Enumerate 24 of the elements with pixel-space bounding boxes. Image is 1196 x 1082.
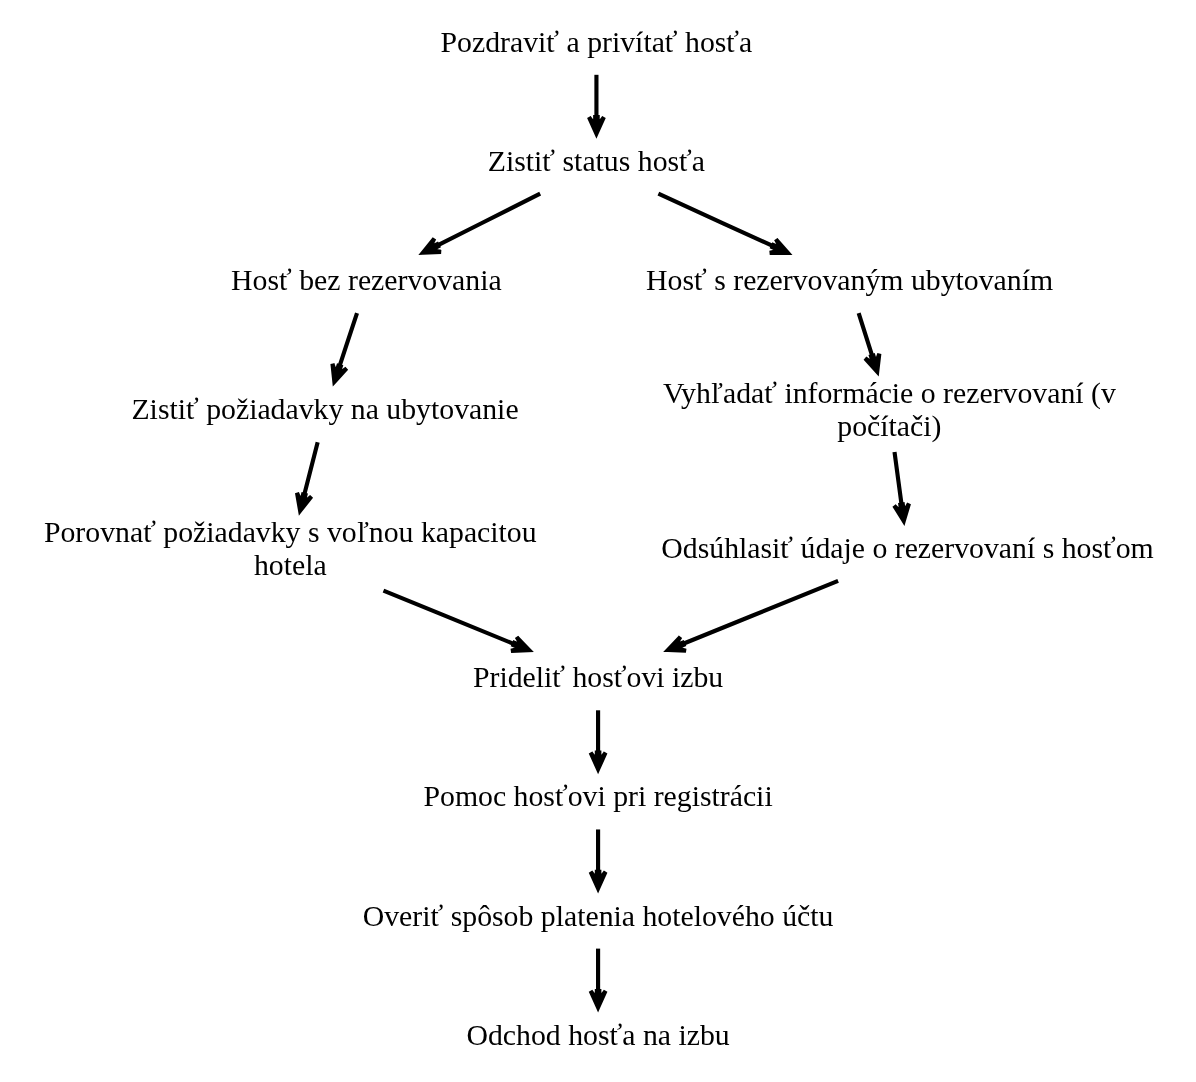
arrow (891, 451, 911, 524)
node-text: Overiť spôsob platenia hotelového účtu (362, 898, 833, 932)
node-text: Hosť s rezervovaným ubytovaním (645, 263, 1053, 297)
node-text: Prideliť hosťovi izbu (472, 660, 723, 694)
node-text: Odsúhlasiť údaje o rezervovaní s hosťom (660, 531, 1154, 565)
arrow (420, 191, 541, 255)
arrow (586, 74, 606, 136)
node-text: Odchod hosťa na izbu (465, 1017, 730, 1051)
arrow (665, 578, 839, 653)
node-text: Hosť bez rezervovania (230, 263, 502, 297)
arrow (329, 312, 359, 384)
arrow (588, 948, 608, 1010)
arrow (856, 312, 881, 374)
arrow (588, 710, 608, 772)
node-text: Vyhľadať informácie o rezervovaní (v počítači) (662, 375, 1116, 442)
arrow (588, 829, 608, 891)
node-text: Zistiť status hosťa (487, 143, 705, 177)
node-text: Zistiť požiadavky na ubytovanie (130, 392, 519, 426)
node-text: Pomoc hosťovi pri registrácii (422, 779, 773, 813)
arrow (294, 441, 320, 513)
node-text: Pozdraviť a privítať hosťa (440, 24, 752, 58)
arrow (382, 588, 531, 653)
arrow (657, 191, 790, 255)
node-text: Porovnať požiadavky s voľnou kapacitou hotela (43, 514, 537, 581)
